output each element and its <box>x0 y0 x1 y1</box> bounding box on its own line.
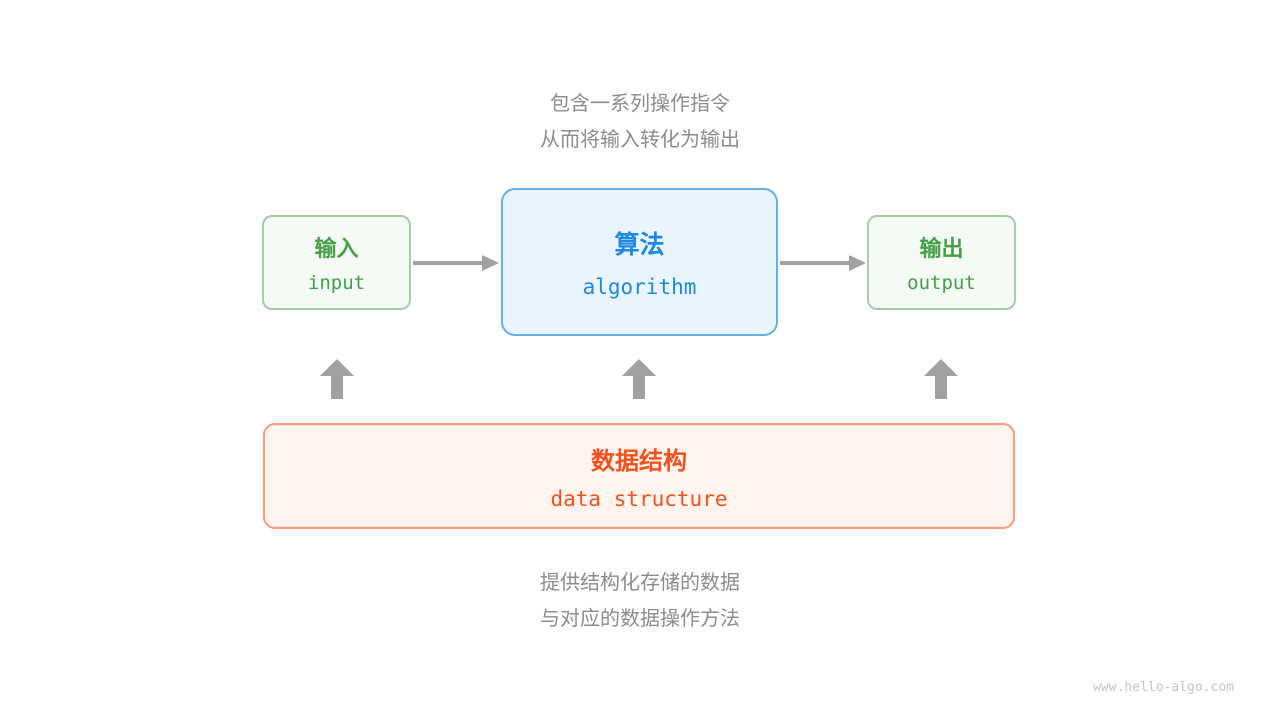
input-node-title: 输入 <box>314 236 359 261</box>
output-node-subtitle: output <box>907 272 976 294</box>
up-arrow-icon <box>320 359 354 399</box>
algorithm-node: 算法 algorithm <box>501 188 778 336</box>
algorithm-annotation: 包含一系列操作指令 从而将输入转化为输出 <box>0 86 1280 158</box>
right-arrow-icon <box>780 255 866 271</box>
data-structure-node-title: 数据结构 <box>591 448 687 475</box>
right-arrow-icon <box>413 255 499 271</box>
algorithm-annotation-line2: 从而将输入转化为输出 <box>540 129 740 151</box>
input-node-subtitle: input <box>307 272 366 294</box>
data-structure-annotation-line2: 与对应的数据操作方法 <box>540 608 740 630</box>
input-node: 输入 input <box>262 215 411 310</box>
data-structure-node-subtitle: data structure <box>550 487 728 511</box>
data-structure-annotation: 提供结构化存储的数据 与对应的数据操作方法 <box>0 565 1280 637</box>
output-node: 输出 output <box>867 215 1016 310</box>
site-watermark: www.hello-algo.com <box>1093 680 1234 695</box>
up-arrow-icon <box>622 359 656 399</box>
data-structure-annotation-line1: 提供结构化存储的数据 <box>540 572 740 594</box>
algorithm-annotation-line1: 包含一系列操作指令 <box>550 93 730 115</box>
algorithm-node-title: 算法 <box>614 231 665 259</box>
algorithm-node-subtitle: algorithm <box>582 275 697 299</box>
up-arrow-icon <box>924 359 958 399</box>
output-node-title: 输出 <box>919 236 964 261</box>
data-structure-node: 数据结构 data structure <box>263 423 1015 529</box>
